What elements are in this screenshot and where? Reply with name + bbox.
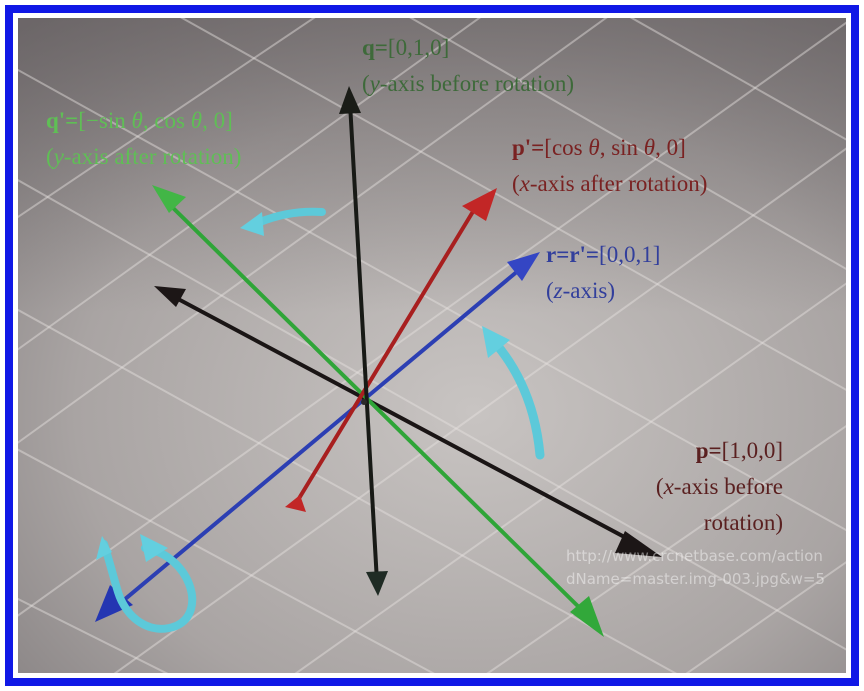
x-axis-after-tail <box>285 495 306 512</box>
paren: ( <box>362 71 370 96</box>
rotation-arrow-right <box>492 340 545 460</box>
rotation-loop-head <box>140 534 168 562</box>
z-axis-arrowhead-top <box>507 252 540 281</box>
rotation-arrows <box>96 207 545 633</box>
prefix: q'= <box>46 108 78 133</box>
prefix: r=r'= <box>546 242 599 267</box>
label-p-prime-description: (x-axis after rotation) <box>512 171 707 196</box>
var: x <box>519 171 531 196</box>
watermark-line2: dName=master.img-003.jpg&w=5 <box>566 570 825 588</box>
var: x <box>663 474 675 499</box>
prefix: p'= <box>512 135 544 160</box>
axes <box>95 86 662 637</box>
z-axis <box>110 263 527 612</box>
label-q-equation: q=[0,1,0] <box>362 35 449 60</box>
label-q-description: (y-axis before rotation) <box>362 71 574 96</box>
watermark-line1: http://www.crcnetbase.com/action <box>566 547 823 565</box>
y-axis-before <box>348 101 379 584</box>
desc: -axis) <box>563 278 615 303</box>
rotation-arrow-right-head <box>482 326 510 358</box>
v3: , 0] <box>202 108 233 133</box>
theta: θ <box>588 135 599 160</box>
label-r-equation: r=r'=[0,0,1] <box>546 242 660 267</box>
label-p-prime-equation: p'=[cos θ, sin θ, 0] <box>512 135 686 160</box>
x-axis-before-tail <box>154 286 186 307</box>
v1: [cos <box>544 135 588 160</box>
desc: -axis before rotation) <box>380 71 574 96</box>
rotation-loop <box>100 540 197 633</box>
v3: , 0] <box>655 135 686 160</box>
x-axis-before-arrowhead <box>615 531 662 557</box>
var: y <box>368 71 381 96</box>
z-axis-arrowhead-bottom <box>95 585 133 622</box>
v1: [−sin <box>78 108 131 133</box>
label-p-description: (x-axis before <box>656 474 783 499</box>
desc: -axis after rotation) <box>530 171 708 196</box>
frame-border <box>5 5 859 686</box>
y-axis-before-arrowhead <box>339 86 361 114</box>
origin-point <box>361 399 367 405</box>
y-axis-after-arrowhead-top <box>152 185 186 213</box>
theta: θ <box>191 108 202 133</box>
value: [0,0,1] <box>599 242 660 267</box>
theta: θ <box>132 108 143 133</box>
x-axis-before <box>163 290 647 550</box>
v2: , sin <box>600 135 644 160</box>
y-axis-after <box>163 198 594 622</box>
v2: , cos <box>143 108 191 133</box>
label-r-description: (z-axis) <box>546 278 615 303</box>
y-axis-before-tail <box>366 571 388 596</box>
theta: θ <box>644 135 655 160</box>
label-q-prime-description: (y-axis after rotation) <box>46 144 241 169</box>
rotation-arrow-top-head <box>240 212 264 236</box>
label-q-value: [0,1,0] <box>388 35 449 60</box>
label-p-equation: p=[1,0,0] <box>696 438 783 463</box>
rotation-loop-tail <box>96 536 112 560</box>
prefix: p= <box>696 438 722 463</box>
rotation-arrow-top <box>256 207 326 226</box>
label-q-prefix: q= <box>362 35 388 60</box>
x-axis-after-arrowhead <box>462 188 497 221</box>
paren: ( <box>656 474 664 499</box>
y-axis-after-arrowhead-bottom <box>570 596 604 637</box>
desc: -axis after rotation) <box>64 144 242 169</box>
value: [1,0,0] <box>722 438 783 463</box>
desc: -axis before <box>674 474 783 499</box>
paren: ( <box>46 144 54 169</box>
var: y <box>52 144 65 169</box>
paren: ( <box>512 171 520 196</box>
label-p-description-line2: rotation) <box>704 510 783 535</box>
paren: ( <box>546 278 554 303</box>
var: z <box>553 278 563 303</box>
x-axis-after <box>293 198 482 507</box>
label-q-prime-equation: q'=[−sin θ, cos θ, 0] <box>46 108 233 133</box>
